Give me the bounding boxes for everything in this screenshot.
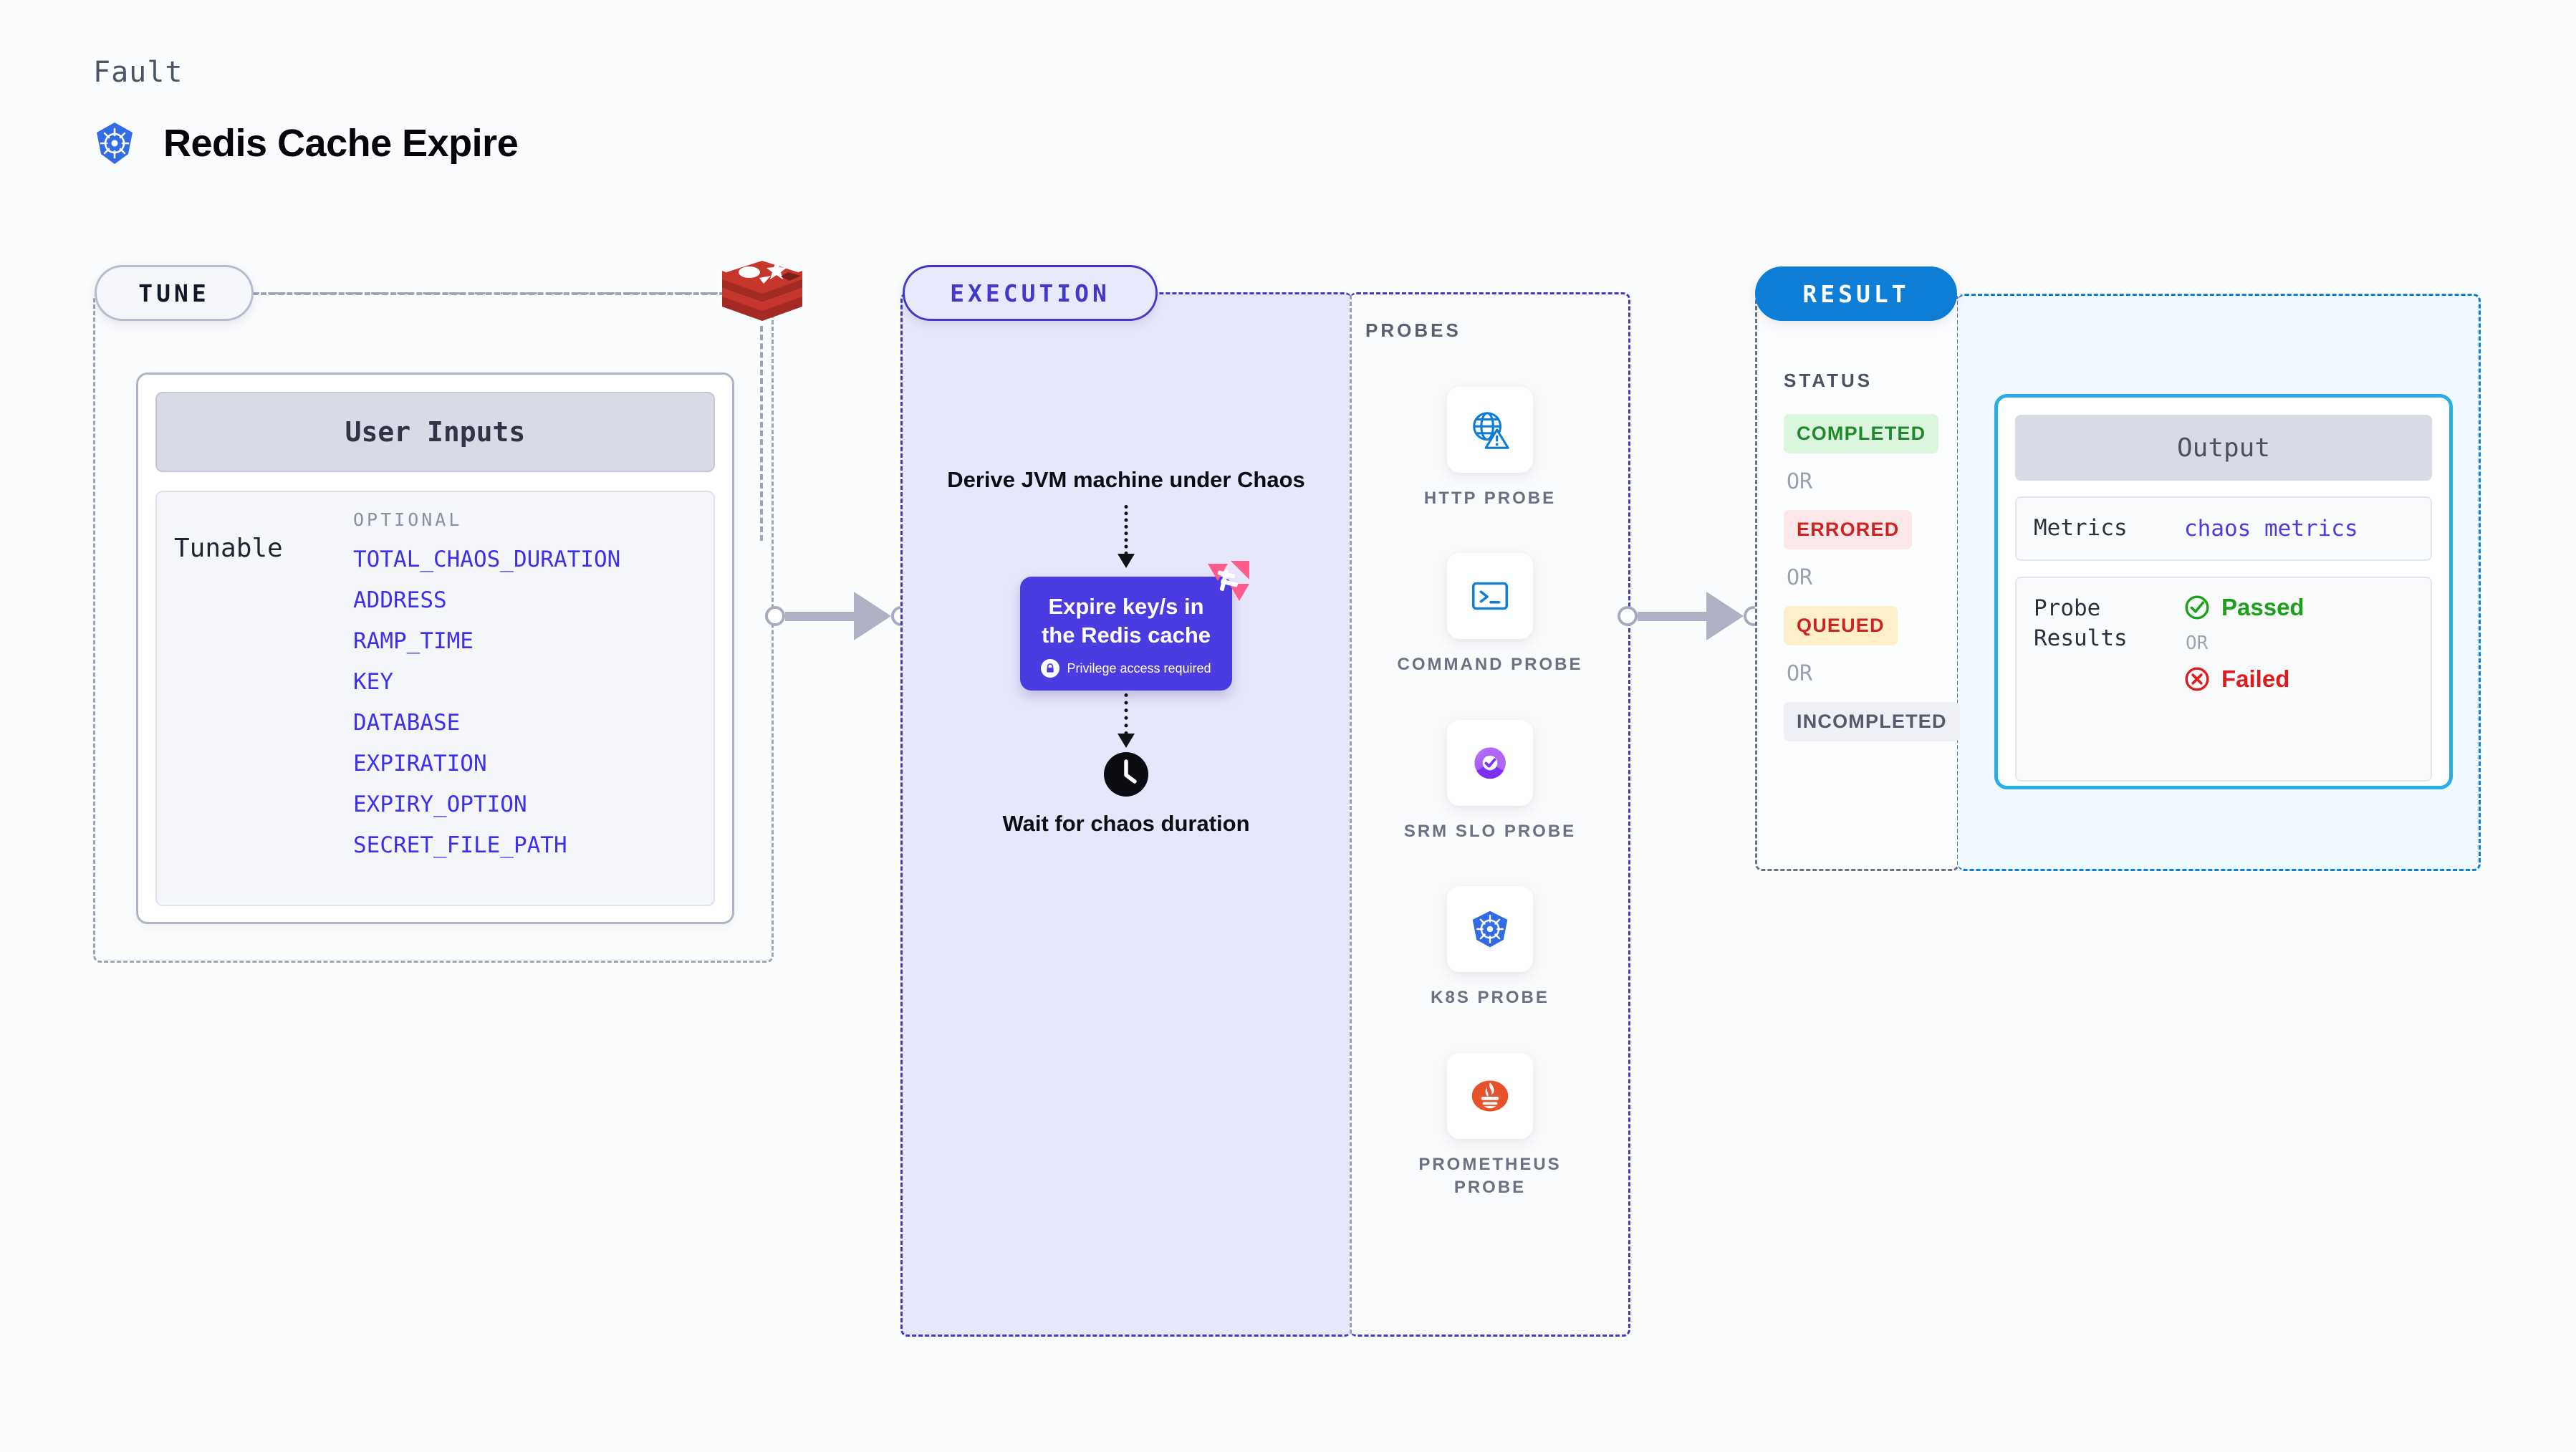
probe-label: PROMETHEUS PROBE xyxy=(1418,1154,1562,1197)
terminal-icon xyxy=(1472,582,1508,610)
harness-icon xyxy=(1208,560,1249,601)
output-row-probe-results: Probe Results Passed OR Failed xyxy=(2015,576,2432,782)
result-stage-badge[interactable]: RESULT xyxy=(1755,266,1957,321)
probe-label: SRM SLO PROBE xyxy=(1403,821,1577,841)
fault-kicker: Fault xyxy=(93,56,183,89)
flow-arrow-down-icon xyxy=(900,504,1352,571)
flow-arrow-down-icon-2 xyxy=(900,693,1352,751)
user-inputs-card: User Inputs Tunable OPTIONAL TOTAL_CHAOS… xyxy=(136,372,734,924)
x-circle-icon xyxy=(2185,667,2209,691)
tune-connector-line xyxy=(252,292,725,295)
tunable-item[interactable]: RAMP_TIME xyxy=(353,628,474,654)
check-circle-icon xyxy=(2185,595,2209,620)
output-card: Output Metrics chaos metrics Probe Resul… xyxy=(1994,394,2453,789)
status-badge-queued: QUEUED xyxy=(1784,606,1898,645)
tunable-item[interactable]: SECRET_FILE_PATH xyxy=(353,832,567,858)
connector-line xyxy=(785,611,855,621)
probe-results-values: Passed OR Failed xyxy=(2184,594,2413,693)
execution-region xyxy=(900,292,1352,1337)
probe-results-key-label: Probe Results xyxy=(2034,595,2128,651)
probe-tile xyxy=(1447,886,1533,973)
status-badge-incompleted: INCOMPLETED xyxy=(1784,702,1960,741)
probe-item-srm-slo[interactable]: SRM SLO PROBE xyxy=(1350,719,1630,843)
kubernetes-icon xyxy=(1472,910,1508,948)
globe-warning-icon xyxy=(1473,412,1509,449)
kubernetes-icon xyxy=(97,122,133,164)
tunable-item[interactable]: EXPIRY_OPTION xyxy=(353,792,527,817)
clock-icon xyxy=(1104,752,1148,797)
tunable-item[interactable]: ADDRESS xyxy=(353,587,447,613)
status-title: STATUS xyxy=(1784,370,1873,391)
connector-line xyxy=(1638,611,1708,621)
tunable-item[interactable]: KEY xyxy=(353,669,393,695)
status-or-label: OR xyxy=(1787,565,1813,590)
probe-result-passed: Passed xyxy=(2184,594,2413,621)
tunable-list: OPTIONAL TOTAL_CHAOS_DURATION ADDRESS RA… xyxy=(353,509,706,905)
probe-tile xyxy=(1447,719,1533,806)
connector-tune-to-execution xyxy=(765,592,911,640)
probe-label: K8S PROBE xyxy=(1431,988,1549,1008)
tunable-item[interactable]: DATABASE xyxy=(353,710,461,736)
tunable-item[interactable]: EXPIRATION xyxy=(353,751,487,777)
tune-stage-badge[interactable]: TUNE xyxy=(95,265,254,321)
status-region xyxy=(1755,294,1959,871)
wait-step: Wait for chaos duration xyxy=(900,751,1352,839)
probe-result-failed: Failed xyxy=(2184,665,2413,693)
status-badge-completed: COMPLETED xyxy=(1784,414,1939,453)
probe-item-k8s[interactable]: K8S PROBE xyxy=(1350,886,1630,1009)
execution-stage-badge[interactable]: EXECUTION xyxy=(903,265,1158,321)
probes-divider xyxy=(1350,295,1352,1334)
output-row-metrics: Metrics chaos metrics xyxy=(2015,496,2432,561)
status-list: COMPLETED OR ERRORED OR QUEUED OR INCOMP… xyxy=(1784,414,1960,741)
probes-list: HTTP PROBE COMMAND PROBE xyxy=(1350,387,1630,1242)
tunable-group: Tunable OPTIONAL TOTAL_CHAOS_DURATION AD… xyxy=(155,491,715,906)
tunable-group-label: Tunable xyxy=(174,534,283,563)
lock-icon xyxy=(1041,659,1060,678)
probe-tile xyxy=(1447,553,1533,640)
probe-label: COMMAND PROBE xyxy=(1397,655,1583,675)
page-title: Redis Cache Expire xyxy=(163,122,519,165)
privilege-note: Privilege access required xyxy=(1033,659,1219,678)
connector-arrowhead-icon xyxy=(854,592,891,640)
probe-label: HTTP PROBE xyxy=(1423,489,1557,508)
failed-label: Failed xyxy=(2221,665,2290,692)
probe-item-command[interactable]: COMMAND PROBE xyxy=(1350,553,1630,676)
redis-connector-stem xyxy=(760,326,763,541)
metrics-value[interactable]: chaos metrics xyxy=(2184,515,2358,542)
srm-slo-icon xyxy=(1474,747,1506,779)
connector-start-dot xyxy=(765,606,785,626)
status-or-label: OR xyxy=(1787,469,1813,494)
redis-logo xyxy=(722,261,802,321)
probes-title: PROBES xyxy=(1365,319,1461,341)
connector-start-dot xyxy=(1618,606,1638,626)
passed-label: Passed xyxy=(2221,593,2305,620)
metrics-key-label: Metrics xyxy=(2034,515,2128,541)
page-title-row: Redis Cache Expire xyxy=(92,120,519,166)
probe-item-prometheus[interactable]: PROMETHEUS PROBE xyxy=(1350,1052,1630,1200)
status-badge-errored: ERRORED xyxy=(1784,510,1913,549)
optional-header: OPTIONAL xyxy=(353,509,463,530)
execution-flow: Derive JVM machine under Chaos Expire ke… xyxy=(900,466,1352,839)
status-or-label: OR xyxy=(1787,661,1813,686)
user-inputs-header: User Inputs xyxy=(155,392,715,472)
probe-tile xyxy=(1447,387,1533,473)
probe-tile xyxy=(1447,1052,1533,1139)
tunable-item[interactable]: TOTAL_CHAOS_DURATION xyxy=(353,547,621,572)
prometheus-icon xyxy=(1471,1080,1509,1112)
probe-result-or-label: OR xyxy=(2186,632,2209,654)
action-step-title: Expire key/s in the Redis cache xyxy=(1041,593,1211,648)
probe-item-http[interactable]: HTTP PROBE xyxy=(1350,387,1630,510)
action-step-card[interactable]: Expire key/s in the Redis cache Privileg… xyxy=(1020,560,1249,691)
privilege-note-label: Privilege access required xyxy=(1067,660,1211,675)
wait-step-label: Wait for chaos duration xyxy=(1002,811,1250,837)
derive-step-label: Derive JVM machine under Chaos xyxy=(947,467,1305,492)
connector-arrowhead-icon xyxy=(1706,592,1744,640)
output-header: Output xyxy=(2015,415,2432,481)
connector-execution-to-result xyxy=(1618,592,1764,640)
